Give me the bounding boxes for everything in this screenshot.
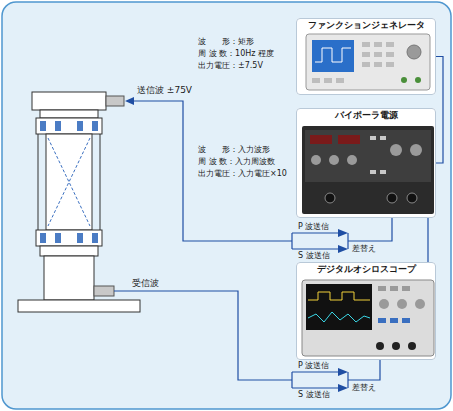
- function-generator: [306, 34, 430, 90]
- annotation-label: 差替え: [352, 245, 376, 254]
- bolts: [40, 121, 98, 243]
- annotation-label: S 波送信: [298, 391, 330, 400]
- annotation-label: 波 形：入力波形: [198, 146, 270, 155]
- panel: [296, 108, 436, 218]
- signal-wire: [436, 57, 443, 164]
- device-heading: バイポーラ電源: [297, 109, 435, 121]
- annotation-label: S 波送信: [298, 252, 330, 261]
- annotation-label: 出力電圧：入力電圧×10: [198, 170, 287, 179]
- device-heading: デジタルオシロスコープ: [297, 263, 435, 275]
- oscilloscope: [302, 280, 434, 356]
- annotation-label: 周 波 数：入力周波数: [198, 158, 275, 167]
- panel: [296, 18, 436, 95]
- annotation-label: P 波送信: [298, 362, 329, 371]
- connector: [94, 96, 124, 296]
- device-heading: ファンクションジェネレータ: [297, 19, 435, 31]
- annotation-label: 受信波: [132, 279, 159, 289]
- bipolar-power-supply: [302, 126, 434, 214]
- specimen-cross: [48, 138, 90, 226]
- device-panel: バイポーラ電源: [296, 108, 436, 218]
- panel: [296, 262, 436, 360]
- annotation-label: 波 形：矩形: [198, 38, 254, 47]
- annotation-label: 周 波 数：10Hz 程度: [198, 50, 274, 59]
- annotation-label: P 波送信: [298, 223, 329, 232]
- annotation-label: 送信波 ±75V: [137, 86, 192, 96]
- test-apparatus: [18, 92, 140, 312]
- device-panel: デジタルオシロスコープ: [296, 262, 436, 360]
- device-panel: ファンクションジェネレータ: [296, 18, 436, 95]
- annotation-label: 出力電圧：±7.5V: [198, 62, 263, 71]
- signal-wire: [427, 218, 428, 262]
- annotation-label: 差替え: [352, 384, 376, 393]
